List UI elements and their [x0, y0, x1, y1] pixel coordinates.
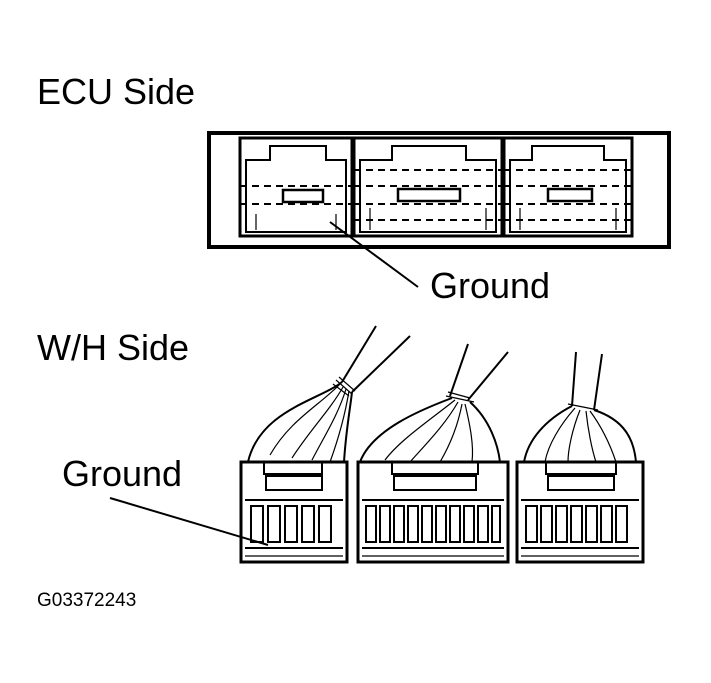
ecu-connector-3 — [502, 136, 634, 238]
harness-connector-1 — [239, 325, 411, 564]
ecu-side-label: ECU Side — [37, 71, 196, 112]
ecu-connector-2 — [352, 136, 504, 238]
wh-side-label: W/H Side — [37, 327, 190, 368]
harness-connector-2 — [356, 343, 510, 564]
figure-code: G03372243 — [37, 590, 137, 611]
wh-ground-label: Ground — [62, 453, 183, 494]
harness-connector-3 — [515, 351, 645, 564]
ecu-connector-1 — [238, 136, 354, 238]
wh-ground-leader-line — [109, 497, 269, 546]
ecu-unit — [207, 131, 671, 288]
ecu-ground-label: Ground — [430, 265, 551, 306]
ecu-ground-leader-line — [329, 221, 419, 288]
wh-unit — [109, 325, 645, 564]
